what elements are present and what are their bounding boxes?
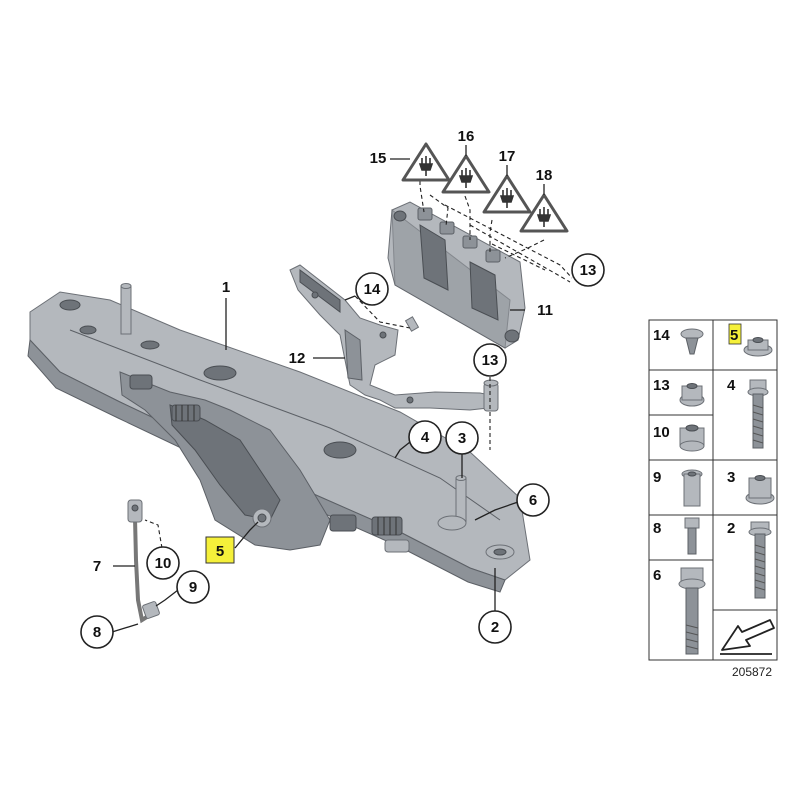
callout-7: 7 xyxy=(93,558,101,575)
callout-12-label: 12 xyxy=(289,350,306,367)
callout-2-label: 2 xyxy=(491,619,499,636)
callout-13-top-label: 13 xyxy=(580,262,597,279)
leader-lines xyxy=(111,160,573,633)
diagram-number: 205872 xyxy=(732,665,772,679)
bracket-assembly xyxy=(289,264,499,412)
callout-13-top: 13 xyxy=(571,253,605,287)
callout-16: 16 xyxy=(458,128,475,156)
callout-9-label: 9 xyxy=(189,579,197,596)
table-label-10: 10 xyxy=(653,424,670,441)
ground-cable xyxy=(127,499,160,624)
table-label-6: 6 xyxy=(653,567,661,584)
callout-16-label: 16 xyxy=(458,128,475,145)
callout-4: 4 xyxy=(408,420,442,454)
part-icon-bolt-2 xyxy=(748,521,772,599)
cross-member-assembly xyxy=(27,283,531,593)
rubber-mount-right xyxy=(371,516,403,536)
callout-1: 1 xyxy=(222,279,230,296)
callout-12: 12 xyxy=(289,350,306,367)
part-icon-nut-13 xyxy=(679,383,705,407)
callout-10-label: 10 xyxy=(155,555,172,572)
callout-2: 2 xyxy=(478,610,512,644)
callout-4-label: 4 xyxy=(421,429,430,446)
callout-3-label: 3 xyxy=(458,430,466,447)
control-unit xyxy=(387,201,526,349)
callout-1-label: 1 xyxy=(222,279,230,296)
table-label-8: 8 xyxy=(653,520,661,537)
callout-5-highlighted: 5 xyxy=(205,536,235,564)
callout-14: 14 xyxy=(355,272,389,306)
table-label-14: 14 xyxy=(653,327,670,344)
part-icon-sleeve xyxy=(681,469,703,507)
direction-arrow-icon xyxy=(720,619,775,655)
callout-8-label: 8 xyxy=(93,624,101,641)
callout-6-label: 6 xyxy=(529,492,537,509)
parts-table: 14 5 13 4 10 xyxy=(648,319,778,661)
callout-14-label: 14 xyxy=(364,281,381,298)
part-icon-nut-3 xyxy=(745,475,775,505)
callout-15: 15 xyxy=(370,150,410,167)
callout-13-bottom: 13 xyxy=(473,343,507,377)
callout-9: 9 xyxy=(176,570,210,604)
plug-warning-icon-16 xyxy=(441,154,491,194)
callout-10: 10 xyxy=(146,546,180,580)
table-label-13: 13 xyxy=(653,377,670,394)
plug-warning-icon-18 xyxy=(519,193,569,233)
table-label-3: 3 xyxy=(727,469,735,486)
callout-13-bottom-label: 13 xyxy=(482,352,499,369)
callout-18: 18 xyxy=(536,167,553,195)
callout-15-label: 15 xyxy=(370,150,387,167)
table-label-9: 9 xyxy=(653,469,661,486)
callout-17-label: 17 xyxy=(499,148,516,165)
callout-11: 11 xyxy=(537,302,553,319)
callout-3: 3 xyxy=(445,421,479,455)
callout-11-label: 11 xyxy=(537,302,553,319)
part-icon-flange-nut xyxy=(743,337,773,357)
rubber-mount-left xyxy=(171,404,201,422)
part-icon-bolt-8 xyxy=(684,517,700,555)
plug-warning-icon-15 xyxy=(401,142,451,182)
callout-6: 6 xyxy=(516,483,550,517)
table-label-2: 2 xyxy=(727,520,735,537)
callout-18-label: 18 xyxy=(536,167,553,184)
part-icon-clip xyxy=(680,328,704,355)
table-label-5: 5 xyxy=(730,327,738,344)
part-icon-nut-10 xyxy=(679,424,705,452)
part-icon-bolt-4 xyxy=(747,379,769,449)
callout-7-label: 7 xyxy=(93,558,101,575)
table-label-4: 4 xyxy=(727,377,736,394)
callout-5-label: 5 xyxy=(216,543,224,560)
part-icon-bolt-6 xyxy=(678,567,706,655)
callout-8: 8 xyxy=(80,615,114,649)
callout-17: 17 xyxy=(499,148,516,176)
plug-warning-icon-17 xyxy=(482,174,532,214)
